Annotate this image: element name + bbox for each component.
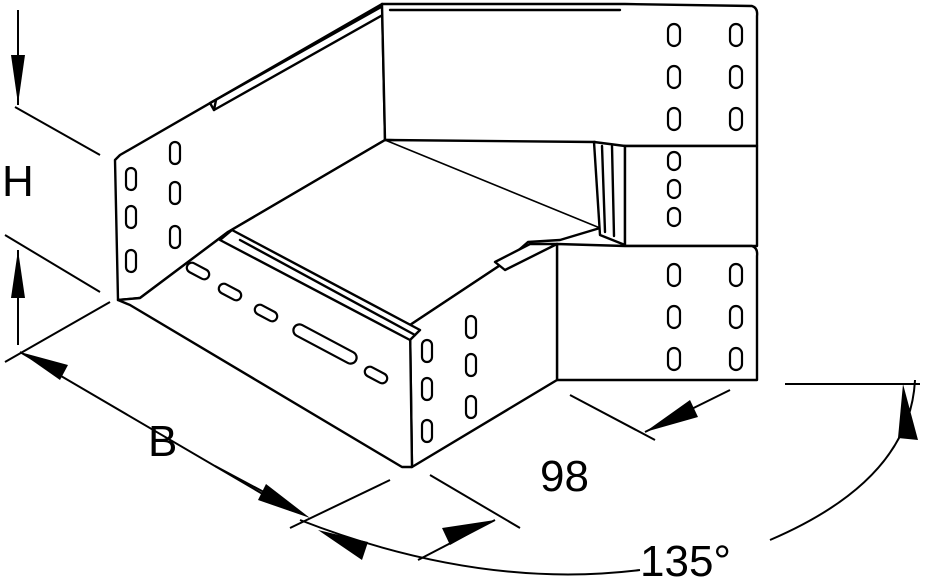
slot bbox=[728, 304, 744, 330]
arrowhead bbox=[318, 530, 368, 560]
slot bbox=[168, 224, 182, 250]
arrowhead bbox=[20, 352, 68, 380]
slot bbox=[728, 106, 744, 132]
floor-slot bbox=[253, 303, 279, 323]
arrowhead bbox=[258, 484, 310, 518]
slot bbox=[666, 150, 682, 172]
extension-line bbox=[4, 301, 111, 363]
slot bbox=[728, 346, 744, 372]
dimension-line-b bbox=[19, 351, 291, 511]
slot bbox=[666, 106, 682, 132]
arrowhead bbox=[11, 55, 25, 104]
dimension-label-width: B bbox=[148, 417, 178, 466]
floor-slot bbox=[185, 261, 211, 281]
slot bbox=[666, 304, 682, 330]
floor-slot bbox=[292, 323, 358, 365]
dimension-label-length: 98 bbox=[540, 452, 589, 501]
slot bbox=[666, 64, 682, 90]
end-face-upper bbox=[623, 144, 759, 248]
slot bbox=[464, 394, 478, 420]
extension-line bbox=[429, 474, 521, 529]
arrowhead bbox=[11, 250, 25, 298]
slot bbox=[728, 262, 744, 288]
dimension-label-angle: 135° bbox=[640, 537, 732, 586]
slot bbox=[728, 22, 744, 48]
slot bbox=[168, 140, 182, 166]
arrowhead bbox=[645, 400, 698, 432]
angle-arc bbox=[769, 379, 916, 541]
slot bbox=[420, 338, 434, 364]
arrowhead bbox=[442, 520, 495, 545]
slot bbox=[420, 376, 434, 402]
slot bbox=[168, 180, 182, 206]
slot bbox=[666, 22, 682, 48]
slot bbox=[420, 418, 434, 444]
extension-line bbox=[569, 394, 656, 441]
floor-slot bbox=[217, 282, 243, 302]
front-wall-flange bbox=[493, 242, 559, 272]
angle-arc bbox=[299, 519, 641, 576]
slot bbox=[666, 262, 682, 288]
slot bbox=[666, 206, 682, 228]
extension-line bbox=[4, 234, 101, 293]
slot bbox=[666, 178, 682, 200]
slot bbox=[464, 352, 478, 378]
back-side-wall-straight bbox=[380, 2, 759, 148]
dimension-label-height: H bbox=[2, 157, 34, 206]
arrowhead bbox=[898, 384, 918, 440]
slot bbox=[728, 64, 744, 90]
slot bbox=[124, 166, 138, 192]
slot bbox=[124, 204, 138, 230]
end-face-lower bbox=[555, 242, 759, 382]
slot bbox=[464, 314, 478, 340]
extension-line bbox=[14, 106, 101, 156]
splice-plate bbox=[592, 140, 627, 247]
slot bbox=[666, 346, 682, 372]
floor-slot bbox=[363, 365, 389, 385]
slot bbox=[124, 248, 138, 274]
extension-line bbox=[289, 479, 391, 529]
